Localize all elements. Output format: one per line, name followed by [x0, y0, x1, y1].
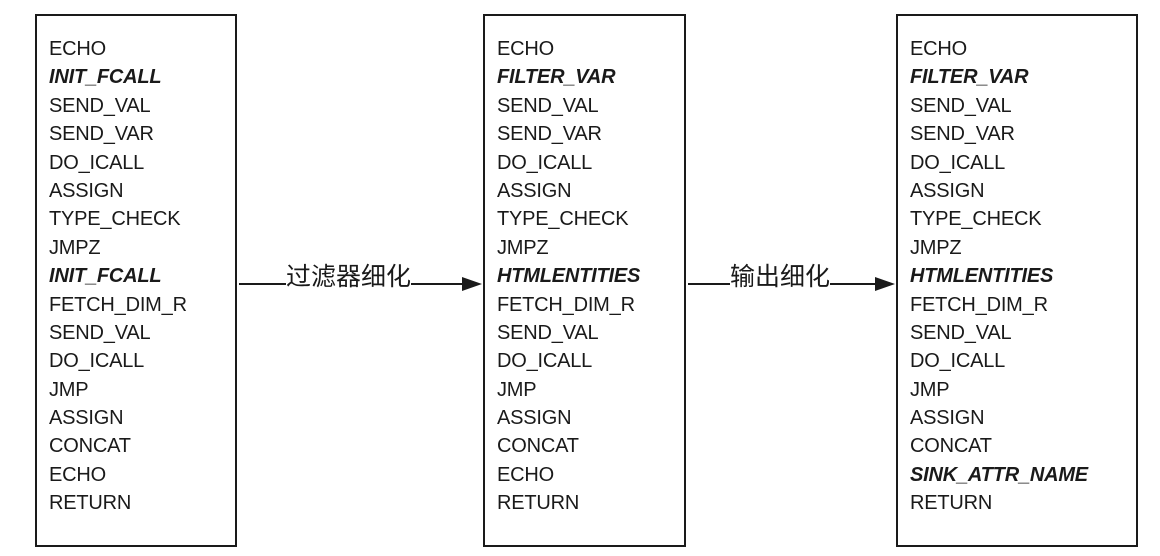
opcode-item: FETCH_DIM_R	[49, 293, 187, 316]
filter-refinement-arrow: 过滤器细化	[239, 258, 482, 298]
opcode-item: SEND_VAL	[497, 94, 599, 117]
opcode-item: JMP	[497, 378, 537, 401]
opcode-item: ASSIGN	[497, 179, 572, 202]
opcode-item: SEND_VAL	[49, 94, 151, 117]
opcode-item: FETCH_DIM_R	[497, 293, 635, 316]
opcode-item: ASSIGN	[497, 407, 572, 430]
opcode-item: CONCAT	[497, 435, 579, 458]
opcode-item: TYPE_CHECK	[49, 208, 181, 231]
opcode-item: JMPZ	[910, 236, 962, 259]
opcode-item: ASSIGN	[910, 407, 985, 430]
opcode-item: JMPZ	[49, 236, 101, 259]
opcode-box-original: ECHO INIT_FCALL SEND_VAL SEND_VAR DO_ICALL AS…	[35, 14, 237, 547]
opcode-item: SEND_VAR	[49, 123, 154, 146]
opcode-item: ECHO	[497, 463, 554, 486]
opcode-item: JMP	[910, 378, 950, 401]
opcode-item: ECHO	[910, 38, 967, 60]
opcode-item: RETURN	[910, 492, 993, 515]
opcode-item: SEND_VAR	[910, 123, 1015, 146]
opcode-item: DO_ICALL	[497, 151, 593, 174]
opcode-item-highlighted: FILTER_VAR	[910, 66, 1029, 89]
opcode-item: JMP	[49, 378, 89, 401]
opcode-item: CONCAT	[49, 435, 131, 458]
opcode-item: ECHO	[49, 38, 106, 60]
opcode-item: SEND_VAR	[497, 123, 602, 146]
opcode-item: SEND_VAL	[910, 94, 1012, 117]
opcode-item: TYPE_CHECK	[497, 208, 629, 231]
opcode-item: DO_ICALL	[910, 151, 1006, 174]
opcode-item: ECHO	[497, 38, 554, 60]
opcode-item: DO_ICALL	[49, 350, 145, 373]
opcode-list: ECHO FILTER_VAR SEND_VAL SEND_VAR DO_ICALL AS…	[485, 16, 684, 518]
opcode-item-highlighted: FILTER_VAR	[497, 66, 616, 89]
opcode-item: SEND_VAL	[497, 321, 599, 344]
opcode-item: RETURN	[497, 492, 580, 515]
opcode-item: DO_ICALL	[497, 350, 593, 373]
opcode-item-highlighted: HTMLENTITIES	[497, 265, 641, 288]
opcode-item: CONCAT	[910, 435, 992, 458]
opcode-item: JMPZ	[497, 236, 549, 259]
opcode-item-highlighted: HTMLENTITIES	[910, 265, 1054, 288]
opcode-item: ECHO	[49, 463, 106, 486]
opcode-item: SEND_VAL	[910, 321, 1012, 344]
opcode-item: RETURN	[49, 492, 132, 515]
arrow-label: 输出细化	[730, 262, 831, 292]
opcode-box-filter-refined: ECHO FILTER_VAR SEND_VAL SEND_VAR DO_ICALL AS…	[483, 14, 686, 547]
opcode-list: ECHO FILTER_VAR SEND_VAL SEND_VAR DO_ICALL AS…	[898, 16, 1136, 518]
opcode-item: TYPE_CHECK	[910, 208, 1042, 231]
opcode-box-output-refined: ECHO FILTER_VAR SEND_VAL SEND_VAR DO_ICALL AS…	[896, 14, 1138, 547]
opcode-item-highlighted: SINK_ATTR_NAME	[910, 463, 1088, 486]
opcode-item: DO_ICALL	[910, 350, 1006, 373]
opcode-item-highlighted: INIT_FCALL	[49, 66, 162, 89]
opcode-item: DO_ICALL	[49, 151, 145, 174]
output-refinement-arrow: 输出细化	[688, 258, 895, 298]
arrow-label: 过滤器细化	[286, 262, 412, 292]
opcode-item-highlighted: INIT_FCALL	[49, 265, 162, 288]
opcode-item: SEND_VAL	[49, 321, 151, 344]
opcode-item: ASSIGN	[910, 179, 985, 202]
opcode-item: ASSIGN	[49, 179, 124, 202]
opcode-item: ASSIGN	[49, 407, 124, 430]
opcode-item: FETCH_DIM_R	[910, 293, 1048, 316]
opcode-list: ECHO INIT_FCALL SEND_VAL SEND_VAR DO_ICALL AS…	[37, 16, 235, 518]
